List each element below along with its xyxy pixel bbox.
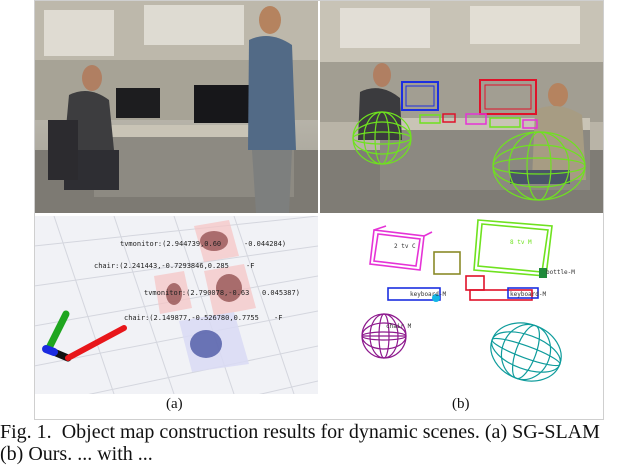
annotation-tvmonitor-2: tvmonitor:(2.790078,-0.63 (144, 289, 249, 297)
label-keyboard-right: keyboard-M (510, 291, 547, 298)
annotation-tvmonitor-2-tail: 0.045387) (262, 289, 300, 297)
object-map-sgslam: tvmonitor:(2.944739,0.60 -0.044284) chai… (34, 216, 318, 394)
caption-second-line: (b) Ours. ... with ... (0, 443, 153, 465)
annotation-chair-1: chair:(2.241443,-0.7293846,0.285 (94, 262, 229, 270)
label-chair: chair M (386, 323, 412, 330)
photo-ours-detections (320, 0, 604, 213)
label-keyboard-left: keyboard-M (410, 291, 447, 298)
annotation-tvmonitor-1: tvmonitor:(2.944739,0.60 (120, 240, 221, 248)
annotation-chair-2: chair:(2.149877,-0.526780,0.7755 (124, 314, 259, 322)
annotation-tvmonitor-1-tail: -0.044284) (244, 240, 286, 248)
object-map-ours: 2 tv C 8 tv M keyboard-M keyboard-M bott… (320, 216, 604, 394)
caption-text: Object map construction results for dyna… (61, 421, 600, 443)
figure-number: Fig. 1. (0, 421, 52, 443)
label-tv-left: 2 tv C (394, 243, 416, 250)
photo-sgslam (34, 0, 318, 213)
label-tv-right: 8 tv M (510, 239, 532, 246)
annotation-chair-1-tail: -F (246, 262, 254, 270)
label-bottle: bottle-M (546, 269, 575, 276)
figure-caption: Fig. 1. Object map construction results f… (0, 421, 600, 443)
sublabel-b: (b) (452, 396, 470, 412)
sublabel-a: (a) (166, 396, 183, 412)
annotation-chair-2-tail: -F (274, 314, 282, 322)
